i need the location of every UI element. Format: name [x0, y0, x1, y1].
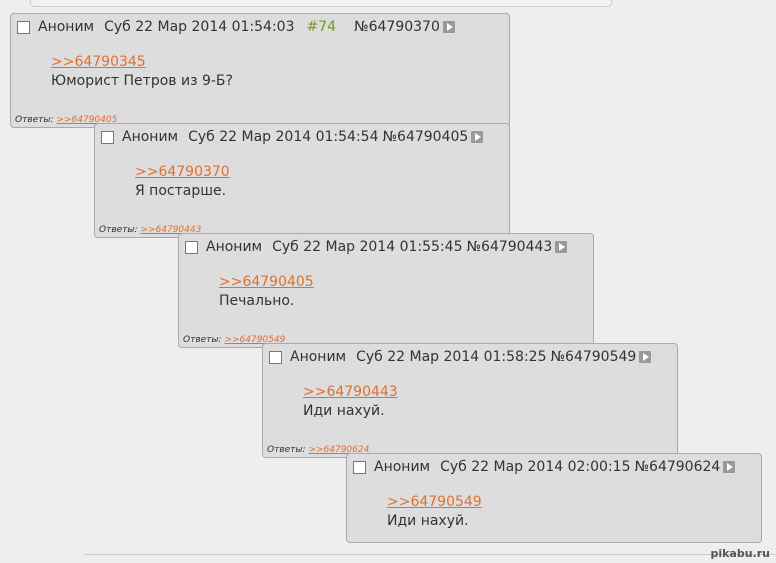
post-body: >>64790345 Юморист Петров из 9-Б? — [51, 53, 233, 91]
replies-label: Ответы: — [183, 335, 222, 345]
top-panel — [30, 0, 612, 7]
play-icon[interactable] — [555, 241, 568, 253]
post-body: >>64790549 Иди нахуй. — [387, 493, 482, 531]
post-text: Иди нахуй. — [303, 403, 385, 419]
post-checkbox[interactable] — [101, 130, 114, 144]
reply-link[interactable]: >>64790624 — [308, 445, 370, 455]
post: Аноним Суб 22 Мар 2014 01:54:03 #74 №647… — [10, 13, 510, 128]
poster-name: Аноним — [374, 459, 431, 475]
replies: Ответы: >>64790405 — [15, 115, 117, 125]
play-icon[interactable] — [639, 351, 652, 363]
post: Аноним Суб 22 Мар 2014 01:58:25 №6479054… — [262, 343, 678, 458]
post-id-link[interactable]: №64790443 — [466, 239, 553, 255]
post-id-link[interactable]: №64790405 — [382, 129, 469, 145]
play-icon[interactable] — [723, 461, 736, 473]
poster-name: Аноним — [290, 349, 347, 365]
quote-link[interactable]: >>64790549 — [387, 494, 482, 510]
post-text: Печально. — [219, 293, 295, 309]
post-checkbox[interactable] — [269, 350, 282, 364]
post-checkbox[interactable] — [17, 20, 30, 34]
post-id-link[interactable]: №64790549 — [550, 349, 637, 365]
play-icon[interactable] — [471, 131, 484, 143]
post-header: Аноним Суб 22 Мар 2014 01:58:25 №6479054… — [269, 349, 652, 365]
post: Аноним Суб 22 Мар 2014 01:55:45 №6479044… — [178, 233, 594, 348]
post-date: Суб 22 Мар 2014 02:00:15 — [440, 459, 631, 475]
replies: Ответы: >>64790549 — [183, 335, 285, 345]
post-text: Иди нахуй. — [387, 513, 469, 529]
post-body: >>64790443 Иди нахуй. — [303, 383, 398, 421]
replies: Ответы: >>64790443 — [99, 225, 201, 235]
reply-link[interactable]: >>64790549 — [224, 335, 286, 345]
quote-link[interactable]: >>64790345 — [51, 54, 146, 70]
post-date: Суб 22 Мар 2014 01:58:25 — [356, 349, 547, 365]
post-date: Суб 22 Мар 2014 01:54:54 — [188, 129, 379, 145]
divider — [84, 554, 776, 555]
post-header: Аноним Суб 22 Мар 2014 02:00:15 №6479062… — [353, 459, 736, 475]
post-header: Аноним Суб 22 Мар 2014 01:55:45 №6479044… — [185, 239, 568, 255]
post-body: >>64790370 Я постарше. — [135, 163, 230, 201]
poster-name: Аноним — [206, 239, 263, 255]
post: Аноним Суб 22 Мар 2014 01:54:54 №6479040… — [94, 123, 510, 238]
replies: Ответы: >>64790624 — [267, 445, 369, 455]
replies-label: Ответы: — [267, 445, 306, 455]
post-date: Суб 22 Мар 2014 01:54:03 — [104, 19, 295, 35]
quote-link[interactable]: >>64790370 — [135, 164, 230, 180]
poster-name: Аноним — [38, 19, 95, 35]
replies-label: Ответы: — [15, 115, 54, 125]
post-text: Я постарше. — [135, 183, 227, 199]
post-text: Юморист Петров из 9-Б? — [51, 73, 233, 89]
quote-link[interactable]: >>64790405 — [219, 274, 314, 290]
post-body: >>64790405 Печально. — [219, 273, 314, 311]
reply-link[interactable]: >>64790405 — [56, 115, 118, 125]
post-id-link[interactable]: №64790370 — [354, 19, 440, 35]
post-header: Аноним Суб 22 Мар 2014 01:54:03 #74 №647… — [17, 19, 455, 35]
poster-name: Аноним — [122, 129, 179, 145]
play-icon[interactable] — [442, 21, 455, 33]
post: Аноним Суб 22 Мар 2014 02:00:15 №6479062… — [346, 453, 762, 543]
replies-label: Ответы: — [99, 225, 138, 235]
post-date: Суб 22 Мар 2014 01:55:45 — [272, 239, 463, 255]
post-number: #74 — [306, 19, 337, 35]
post-id-link[interactable]: №64790624 — [634, 459, 721, 475]
post-checkbox[interactable] — [353, 460, 366, 474]
quote-link[interactable]: >>64790443 — [303, 384, 398, 400]
post-header: Аноним Суб 22 Мар 2014 01:54:54 №6479040… — [101, 129, 484, 145]
watermark: pikabu.ru — [710, 547, 770, 560]
post-checkbox[interactable] — [185, 240, 198, 254]
reply-link[interactable]: >>64790443 — [140, 225, 202, 235]
